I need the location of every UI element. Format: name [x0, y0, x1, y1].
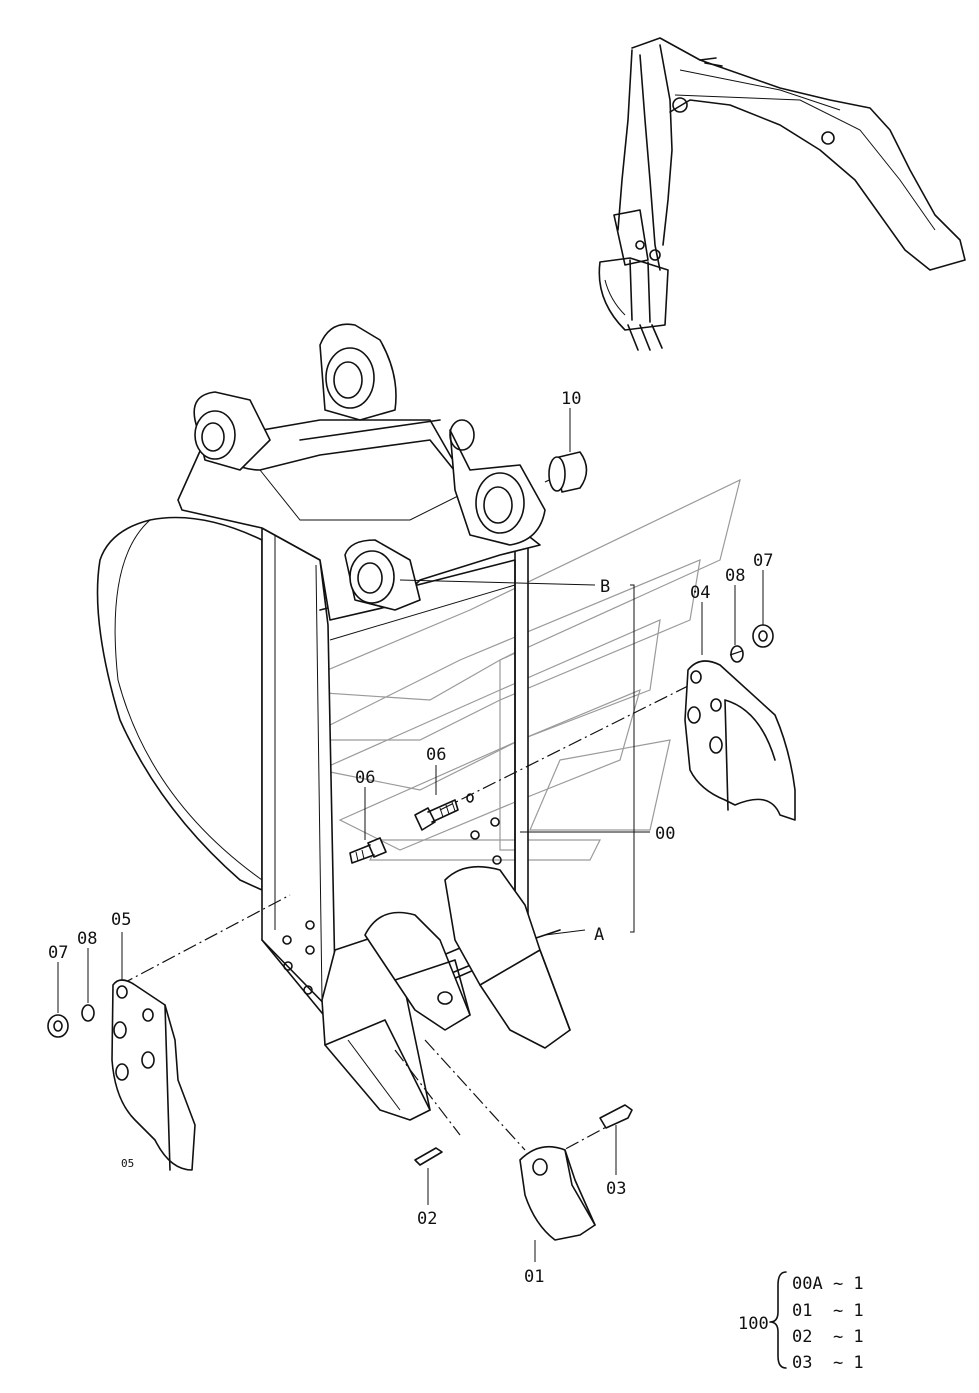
tooth-adapters	[321, 865, 571, 1121]
side-cutter-part-05	[111, 979, 196, 1171]
excavator-arm-inset	[598, 37, 966, 351]
callout-08-left: 08	[77, 929, 97, 949]
kit-line-1: 00A ~ 1	[792, 1274, 864, 1294]
nut-part-07-right	[752, 624, 774, 648]
callout-03: 03	[606, 1179, 626, 1199]
side-cutter-part-04	[684, 660, 796, 821]
callout-07-left: 07	[48, 943, 68, 963]
leader-lines	[57, 408, 764, 1262]
bolt-part-06-lower	[349, 837, 387, 864]
kit-line-4: 03 ~ 1	[792, 1353, 864, 1373]
callout-10: 10	[561, 389, 581, 409]
kit-number: 100	[738, 1314, 769, 1334]
kit-line-2: 01 ~ 1	[792, 1301, 864, 1321]
callout-00: 00	[655, 824, 675, 844]
callout-06-upper: 06	[426, 745, 446, 765]
kit-line-3: 02 ~ 1	[792, 1327, 864, 1347]
callout-labels: 10 B A 00 04 08 07 06 06 05 08 07 02 01 …	[48, 389, 773, 1287]
callout-A: A	[594, 925, 604, 945]
callout-02: 02	[417, 1209, 437, 1229]
callout-01: 01	[524, 1267, 544, 1287]
washer-part-08-left	[81, 1004, 95, 1022]
callout-06-lower: 06	[355, 768, 375, 788]
assembly-lines	[119, 474, 746, 1161]
callout-05: 05	[111, 910, 131, 930]
callout-04: 04	[690, 583, 710, 603]
callout-07-right: 07	[753, 551, 773, 571]
bolt-part-06-upper	[414, 793, 474, 831]
nut-part-07-left	[47, 1014, 69, 1038]
lock-part-03	[599, 1104, 633, 1129]
callout-05-small: 05	[121, 1157, 134, 1170]
callout-08-right: 08	[725, 566, 745, 586]
tooth-point-part-01	[519, 1145, 596, 1241]
washer-part-08-right	[730, 645, 744, 663]
callout-B: B	[600, 577, 610, 597]
pin-part-02	[414, 1147, 443, 1166]
bucket-body	[96, 323, 561, 1031]
kit-composition: 100 00A ~ 1 01 ~ 1 02 ~ 1 03 ~ 1	[738, 1271, 864, 1373]
bushing-part-10	[548, 451, 588, 493]
